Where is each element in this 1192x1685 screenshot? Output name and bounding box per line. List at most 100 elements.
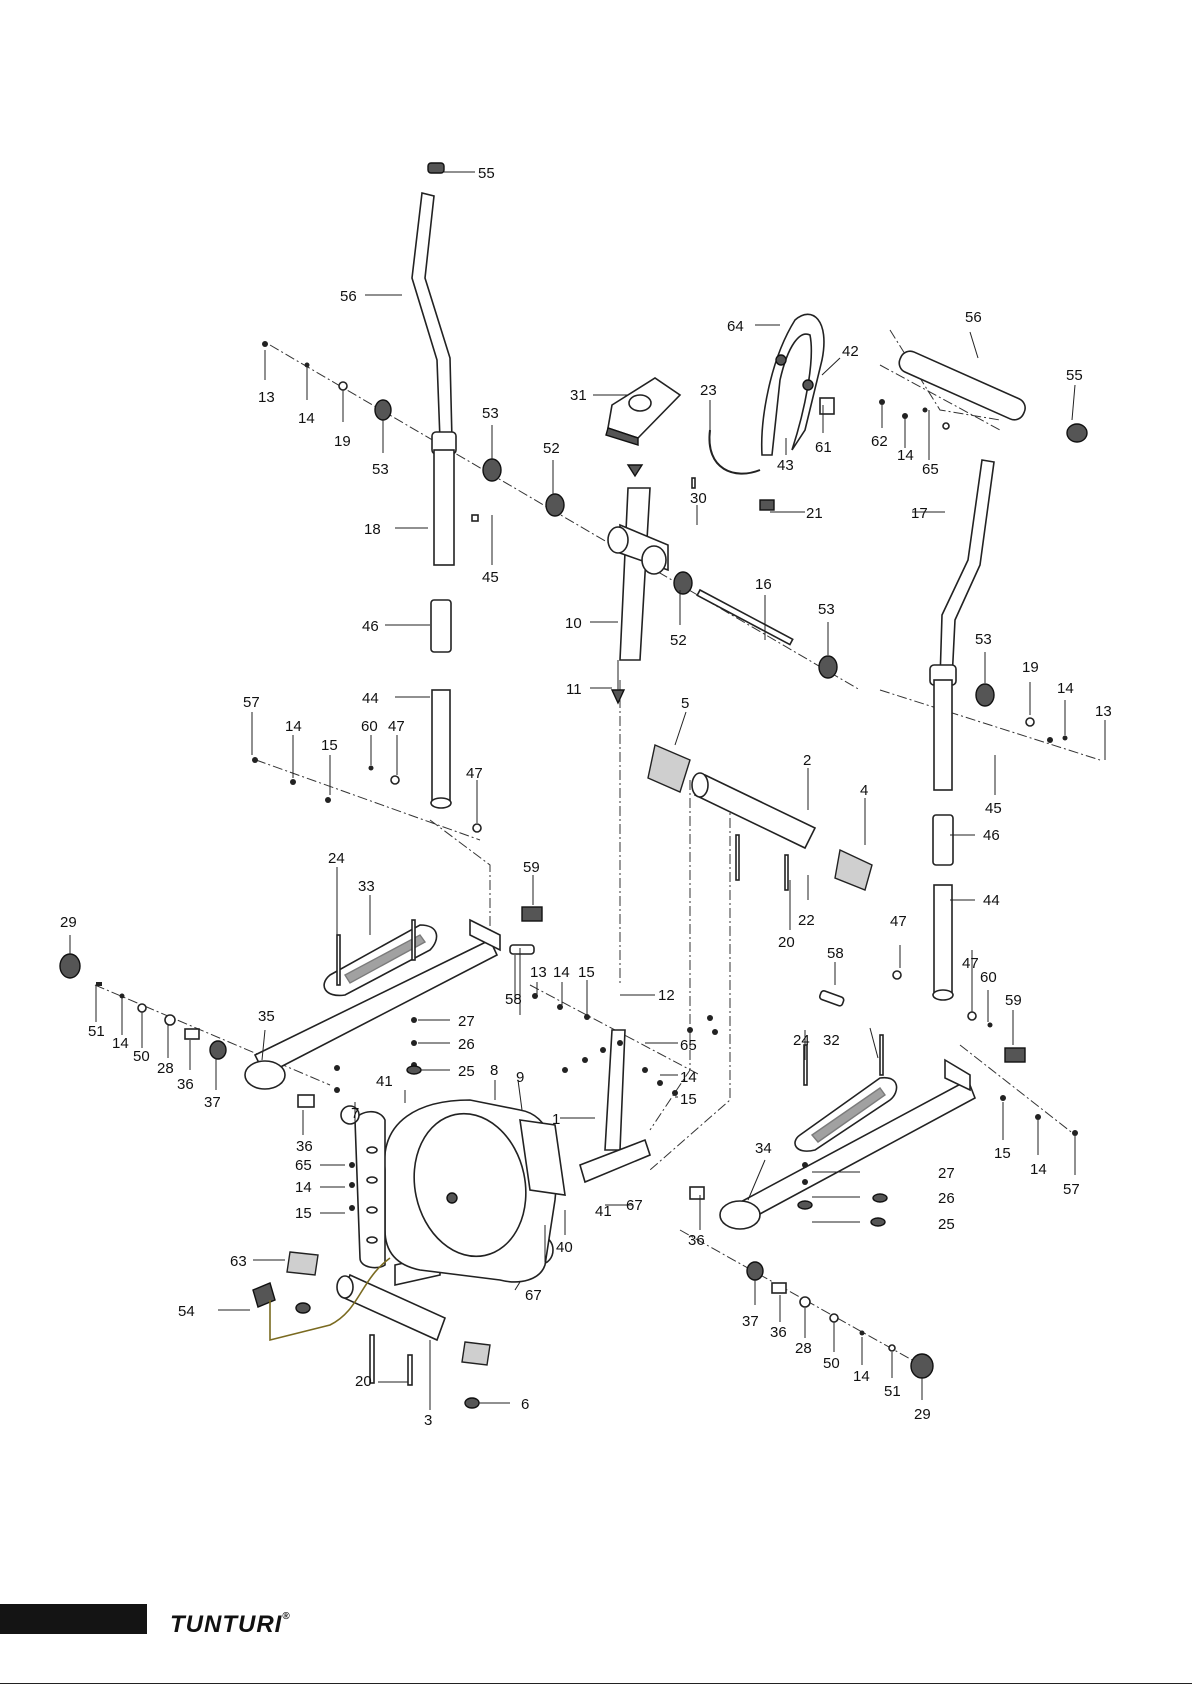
callout-26: 26 (458, 1036, 475, 1053)
callout-50: 50 (823, 1355, 840, 1372)
callout-44: 44 (983, 892, 1000, 909)
callout-19: 19 (334, 433, 351, 450)
callout-19: 19 (1022, 659, 1039, 676)
callout-46: 46 (362, 618, 379, 635)
callout-59: 59 (523, 859, 540, 876)
sleeve-46-left (430, 599, 452, 653)
callout-63: 63 (230, 1253, 247, 1270)
callout-23: 23 (700, 382, 717, 399)
callout-28: 28 (795, 1340, 812, 1357)
callout-6: 6 (521, 1396, 529, 1413)
callout-15: 15 (680, 1091, 697, 1108)
callout-33: 33 (358, 878, 375, 895)
callout-47: 47 (890, 913, 907, 930)
left-handlebar-56 (411, 162, 457, 566)
callout-7: 7 (351, 1105, 359, 1122)
callout-55: 55 (478, 165, 495, 182)
callout-20: 20 (355, 1373, 372, 1390)
right-handlebar-17 (929, 459, 995, 1001)
callout-29: 29 (60, 914, 77, 931)
shroud-8-9 (340, 1099, 566, 1283)
callout-3: 3 (424, 1412, 432, 1429)
front-stabilizer-2 (647, 744, 873, 891)
callout-60: 60 (361, 718, 378, 735)
callout-24: 24 (328, 850, 345, 867)
callout-57: 57 (1063, 1181, 1080, 1198)
callout-57: 57 (243, 694, 260, 711)
callout-41: 41 (376, 1073, 393, 1090)
callout-27: 27 (458, 1013, 475, 1030)
callout-64: 64 (727, 318, 744, 335)
callout-59: 59 (1005, 992, 1022, 1009)
foot-6 (464, 1397, 480, 1409)
callout-31: 31 (570, 387, 587, 404)
callout-4: 4 (860, 782, 868, 799)
callout-25: 25 (938, 1216, 955, 1233)
callout-34: 34 (755, 1140, 772, 1157)
registered-mark: ® (282, 1611, 291, 1622)
callout-53: 53 (482, 405, 499, 422)
handgrip-64 (708, 313, 825, 511)
end-cap-4 (834, 848, 873, 891)
callout-14: 14 (1030, 1161, 1047, 1178)
end-cap-55-right (1066, 423, 1088, 443)
callout-11: 11 (566, 681, 582, 698)
left-pedal-arm-35 (244, 918, 501, 1090)
end-cap-5 (647, 744, 691, 793)
callout-36: 36 (770, 1324, 787, 1341)
callout-8: 8 (490, 1062, 498, 1079)
tube-44-left (430, 689, 452, 809)
callout-26: 26 (938, 1190, 955, 1207)
callout-30: 30 (690, 490, 707, 507)
mast-10 (607, 464, 669, 705)
footer-bar (0, 1604, 147, 1634)
callout-16: 16 (755, 576, 772, 593)
sleeve-46-right (932, 814, 954, 866)
callout-15: 15 (578, 964, 595, 981)
callout-17: 17 (911, 505, 928, 522)
bushing-group (262, 341, 995, 707)
callout-65: 65 (680, 1037, 697, 1054)
callout-45: 45 (985, 800, 1002, 817)
left-pedal-33 (323, 924, 438, 997)
callout-27: 27 (938, 1165, 955, 1182)
bottom-rule (0, 1683, 1192, 1684)
callout-15: 15 (321, 737, 338, 754)
callout-14: 14 (285, 718, 302, 735)
callout-56: 56 (965, 309, 982, 326)
callout-46: 46 (983, 827, 1000, 844)
left-hardware (59, 953, 315, 1108)
callout-13: 13 (530, 964, 547, 981)
brand-logo: TUNTURI® (170, 1611, 291, 1639)
callout-1: 1 (552, 1111, 560, 1128)
callout-36: 36 (177, 1076, 194, 1093)
bolt-58-right (818, 990, 845, 1007)
callout-55: 55 (1066, 367, 1083, 384)
callout-51: 51 (88, 1023, 105, 1040)
callout-36: 36 (296, 1138, 313, 1155)
callout-25: 25 (458, 1063, 475, 1080)
callout-47: 47 (962, 955, 979, 972)
callout-22: 22 (798, 912, 815, 929)
callout-15: 15 (295, 1205, 312, 1222)
callout-41: 41 (595, 1203, 612, 1220)
fasteners (252, 397, 1078, 1227)
callout-61: 61 (815, 439, 832, 456)
end-cap-63 (286, 1251, 319, 1276)
pipe-56-right (898, 350, 1088, 443)
callout-40: 40 (556, 1239, 573, 1256)
callout-14: 14 (295, 1179, 312, 1196)
callout-14: 14 (1057, 680, 1074, 697)
callout-35: 35 (258, 1008, 275, 1025)
right-pedal-32 (794, 1076, 898, 1152)
callout-12: 12 (658, 987, 675, 1004)
callout-5: 5 (681, 695, 689, 712)
callout-53: 53 (372, 461, 389, 478)
brand-name: TUNTURI (170, 1611, 283, 1638)
callout-29: 29 (914, 1406, 931, 1423)
callout-54: 54 (178, 1303, 195, 1320)
callout-21: 21 (806, 505, 823, 522)
callout-56: 56 (340, 288, 357, 305)
callout-52: 52 (543, 440, 560, 457)
callout-58: 58 (505, 991, 522, 1008)
